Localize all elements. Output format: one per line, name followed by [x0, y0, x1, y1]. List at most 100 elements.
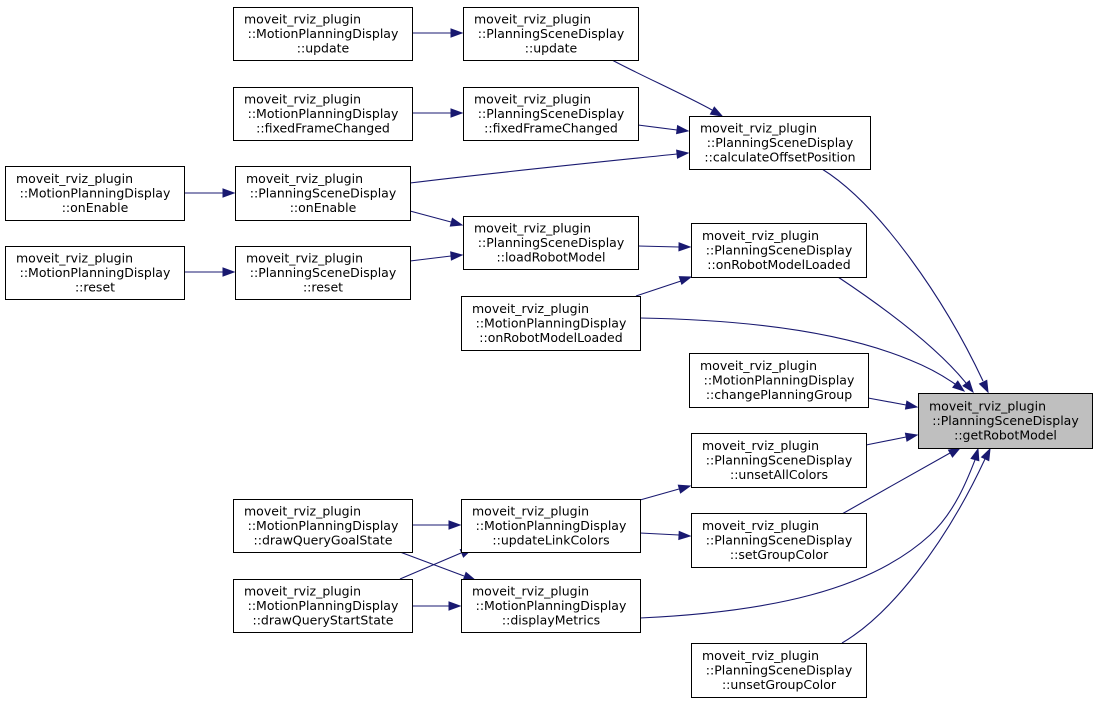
node-mpd-displayMetrics[interactable]: moveit_rviz_plugin::MotionPlanningDispla…: [461, 579, 641, 633]
edge-psd_loadRobotModel-to-psd_onRobotModelLoaded: [637, 242, 692, 252]
node-box: [461, 296, 641, 351]
node-namespace-label: moveit_rviz_plugin: [700, 121, 817, 136]
arrowhead-icon: [970, 447, 980, 462]
node-method-label: ::update: [297, 41, 350, 56]
edge-line: [637, 245, 680, 248]
arrowhead-icon: [676, 149, 690, 159]
node-namespace-label: moveit_rviz_plugin: [244, 12, 361, 27]
node-box: [689, 116, 871, 170]
node-method-label: ::updateLinkColors: [492, 533, 609, 548]
edge-mpd_drawQueryGoalState-to-mpd_displayMetrics: [399, 551, 477, 581]
node-class-label: ::MotionPlanningDisplay: [476, 316, 627, 331]
node-class-label: ::PlanningSceneDisplay: [707, 135, 854, 150]
node-namespace-label: moveit_rviz_plugin: [244, 504, 361, 519]
arrowhead-icon: [904, 432, 919, 442]
edge-line: [409, 255, 452, 262]
node-psd-calculateOffsetPosition[interactable]: moveit_rviz_plugin::PlanningSceneDisplay…: [689, 116, 871, 170]
node-box: [463, 216, 639, 270]
node-mpd-drawQueryStartState[interactable]: moveit_rviz_plugin::MotionPlanningDispla…: [233, 579, 413, 633]
node-namespace-label: moveit_rviz_plugin: [702, 228, 819, 243]
arrowhead-icon: [449, 217, 464, 227]
node-psd-loadRobotModel[interactable]: moveit_rviz_plugin::PlanningSceneDisplay…: [463, 216, 639, 270]
node-class-label: ::PlanningSceneDisplay: [478, 26, 625, 41]
node-namespace-label: moveit_rviz_plugin: [246, 171, 363, 186]
node-box: [691, 643, 867, 698]
edge-mpd_updateLinkColors-to-psd_unsetAllColors: [639, 484, 692, 501]
node-box: [461, 499, 641, 553]
node-namespace-label: moveit_rviz_plugin: [472, 504, 589, 519]
node-method-label: ::onEnable: [290, 200, 357, 215]
edge-psd_fixedFrameChanged-to-psd_calculateOffsetPosition: [637, 124, 690, 135]
node-mpd-update[interactable]: moveit_rviz_plugin::MotionPlanningDispla…: [233, 7, 413, 61]
node-psd-unsetGroupColor[interactable]: moveit_rviz_plugin::PlanningSceneDisplay…: [691, 643, 867, 698]
edge-mpd_update-to-psd_update: [412, 28, 464, 38]
edge-mpd_onEnable-to-psd_onEnable: [184, 188, 236, 198]
node-mpd-changePlanningGroup[interactable]: moveit_rviz_plugin::MotionPlanningDispla…: [689, 353, 869, 408]
edge-psd_setGroupColor-to-psd_getRobotModel: [841, 447, 962, 515]
node-namespace-label: moveit_rviz_plugin: [700, 358, 817, 373]
node-method-label: ::drawQueryStartState: [253, 613, 394, 628]
node-box: [233, 579, 413, 633]
node-namespace-label: moveit_rviz_plugin: [702, 438, 819, 453]
node-class-label: ::MotionPlanningDisplay: [476, 598, 627, 613]
edge-line: [841, 458, 986, 644]
node-mpd-drawQueryGoalState[interactable]: moveit_rviz_plugin::MotionPlanningDispla…: [233, 499, 413, 553]
edge-mpd_onRobotModelLoaded-to-psd_onRobotModelLoaded: [635, 276, 693, 297]
node-psd-onEnable[interactable]: moveit_rviz_plugin::PlanningSceneDisplay…: [235, 166, 411, 221]
node-method-label: ::drawQueryGoalState: [254, 533, 393, 548]
node-box: [691, 513, 867, 568]
node-box: [233, 87, 413, 141]
node-psd-reset[interactable]: moveit_rviz_plugin::PlanningSceneDisplay…: [235, 246, 411, 300]
node-class-label: ::MotionPlanningDisplay: [248, 106, 399, 121]
node-mpd-updateLinkColors[interactable]: moveit_rviz_plugin::MotionPlanningDispla…: [461, 499, 641, 553]
node-mpd-fixedFrameChanged[interactable]: moveit_rviz_plugin::MotionPlanningDispla…: [233, 87, 413, 141]
node-box: [235, 166, 411, 221]
node-mpd-reset[interactable]: moveit_rviz_plugin::MotionPlanningDispla…: [5, 246, 185, 300]
arrowhead-icon: [952, 380, 966, 392]
node-psd-getRobotModel: moveit_rviz_plugin::PlanningSceneDisplay…: [918, 393, 1093, 449]
edge-mpd_drawQueryStartState-to-mpd_displayMetrics: [412, 601, 462, 611]
edge-psd_unsetAllColors-to-psd_getRobotModel: [865, 432, 919, 446]
edge-mpd_displayMetrics-to-psd_getRobotModel: [639, 447, 980, 619]
node-namespace-label: moveit_rviz_plugin: [702, 518, 819, 533]
node-namespace-label: moveit_rviz_plugin: [474, 12, 591, 27]
node-method-label: ::unsetGroupColor: [722, 677, 837, 692]
node-method-label: ::fixedFrameChanged: [256, 121, 390, 136]
node-method-label: ::displayMetrics: [502, 613, 600, 628]
edge-line: [865, 436, 907, 446]
edge-mpd_onRobotModelLoaded-to-psd_getRobotModel: [639, 317, 966, 392]
node-psd-unsetAllColors[interactable]: moveit_rviz_plugin::PlanningSceneDisplay…: [691, 433, 867, 488]
arrowhead-icon: [222, 267, 236, 277]
node-mpd-onRobotModelLoaded[interactable]: moveit_rviz_plugin::MotionPlanningDispla…: [461, 296, 641, 351]
node-psd-update[interactable]: moveit_rviz_plugin::PlanningSceneDisplay…: [463, 7, 639, 61]
edge-psd_unsetGroupColor-to-psd_getRobotModel: [841, 447, 991, 644]
node-method-label: ::reset: [75, 280, 115, 295]
edge-line: [639, 459, 976, 619]
arrowhead-icon: [962, 380, 974, 394]
node-class-label: ::PlanningSceneDisplay: [250, 265, 397, 280]
edge-line: [867, 397, 907, 406]
edges-layer: [184, 28, 991, 644]
node-method-label: ::changePlanningGroup: [706, 387, 852, 402]
node-namespace-label: moveit_rviz_plugin: [244, 584, 361, 599]
edge-line: [409, 153, 678, 184]
node-class-label: ::MotionPlanningDisplay: [248, 26, 399, 41]
node-class-label: ::MotionPlanningDisplay: [248, 598, 399, 613]
node-psd-onRobotModelLoaded[interactable]: moveit_rviz_plugin::PlanningSceneDisplay…: [691, 223, 867, 278]
edge-line: [639, 317, 956, 385]
edge-mpd_changePlanningGroup-to-psd_getRobotModel: [867, 397, 919, 410]
node-class-label: ::PlanningSceneDisplay: [706, 453, 853, 468]
node-method-label: ::loadRobotModel: [497, 250, 606, 265]
arrowhead-icon: [980, 447, 991, 462]
node-psd-fixedFrameChanged[interactable]: moveit_rviz_plugin::PlanningSceneDisplay…: [463, 87, 639, 141]
node-method-label: ::update: [525, 41, 578, 56]
node-class-label: ::MotionPlanningDisplay: [20, 265, 171, 280]
node-class-label: ::MotionPlanningDisplay: [704, 373, 855, 388]
node-psd-setGroupColor[interactable]: moveit_rviz_plugin::PlanningSceneDisplay…: [691, 513, 867, 568]
node-class-label: ::PlanningSceneDisplay: [250, 186, 397, 201]
node-mpd-onEnable[interactable]: moveit_rviz_plugin::MotionPlanningDispla…: [5, 166, 185, 221]
node-box: [5, 246, 185, 300]
node-class-label: ::PlanningSceneDisplay: [478, 235, 625, 250]
node-class-label: ::MotionPlanningDisplay: [20, 186, 171, 201]
